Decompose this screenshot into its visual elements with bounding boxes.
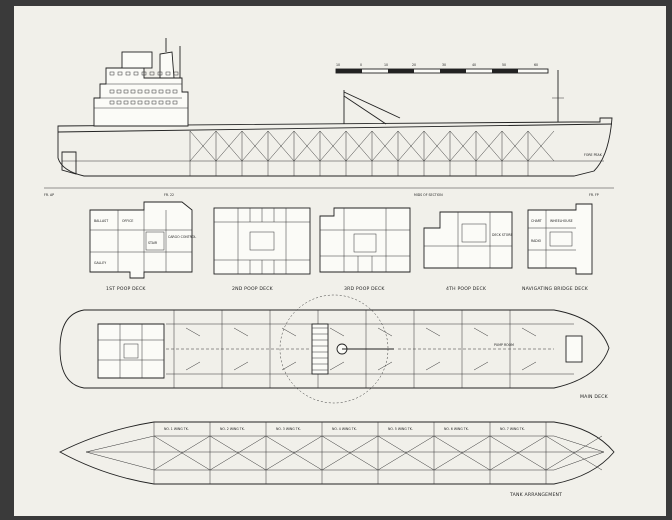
tank-label: NO. 7 WING TK. <box>500 427 525 431</box>
room-label: CARGO CONTROL <box>168 235 196 239</box>
dimension-note: FR. FP <box>589 193 599 197</box>
deck-caption: 1ST POOP DECK <box>106 286 146 292</box>
scale-tick-label: 10 <box>336 63 340 67</box>
tank-label: NO. 6 WING TK. <box>444 427 469 431</box>
ship-profile: 10 0 10 20 30 40 50 60 FR. AP FR. 22 MID… <box>44 38 614 197</box>
ship-general-arrangement: 10 0 10 20 30 40 50 60 FR. AP FR. 22 MID… <box>44 38 615 498</box>
scale-tick-label: 60 <box>534 63 538 67</box>
scale-tick-label: 10 <box>384 63 388 67</box>
room-label: OFFICE <box>122 219 133 223</box>
scale-tick-label: 50 <box>502 63 506 67</box>
room-label: PUMP ROOM <box>494 343 514 347</box>
deck-plan-4th-poop: DECK STORE 4TH POOP DECK <box>423 211 513 292</box>
scale-tick-label: 0 <box>360 63 362 67</box>
deck-caption: 2ND POOP DECK <box>232 286 274 292</box>
room-label: RADIO <box>531 239 542 243</box>
dimension-note: MIDS OF SECTION <box>414 193 443 197</box>
tank-caption: TANK ARRANGEMENT <box>509 492 562 498</box>
room-label: GALLEY <box>94 261 106 265</box>
room-label: BALLAST <box>94 219 108 223</box>
tank-label: NO. 1 WING TK. <box>164 427 189 431</box>
deck-caption: 3RD POOP DECK <box>344 286 385 292</box>
dimension-note: FR. AP <box>44 193 54 197</box>
room-label: STAIR <box>148 241 158 245</box>
room-label: CHART <box>531 219 542 223</box>
room-label: WHEELHOUSE <box>550 219 573 223</box>
deck-caption: 4TH POOP DECK <box>446 286 487 292</box>
tank-label: NO. 2 WING TK. <box>220 427 245 431</box>
drawing-sheet: 10 0 10 20 30 40 50 60 FR. AP FR. 22 MID… <box>14 6 666 516</box>
scale-tick-label: 20 <box>412 63 416 67</box>
room-label: FORE PEAK <box>584 153 603 157</box>
scale-tick-label: 30 <box>442 63 446 67</box>
deck-plan-3rd-poop: 3RD POOP DECK <box>319 207 411 292</box>
main-deck-caption: MAIN DECK <box>580 394 609 400</box>
deck-plan-navigating-bridge: CHART RADIO WHEELHOUSE NAVIGATING BRIDGE… <box>522 203 593 292</box>
tank-label: NO. 3 WING TK. <box>276 427 301 431</box>
scale-tick-label: 40 <box>472 63 476 67</box>
tank-label: NO. 4 WING TK. <box>332 427 357 431</box>
room-label: DECK STORE <box>492 233 513 237</box>
tank-arrangement-plan: NO. 1 WING TK. NO. 2 WING TK. NO. 3 WING… <box>59 421 615 498</box>
deck-plan-1st-poop: BALLAST OFFICE CARGO CONTROL STAIR GALLE… <box>89 201 196 292</box>
dimension-note: FR. 22 <box>164 193 174 197</box>
deck-plan-2nd-poop: 2ND POOP DECK <box>213 207 311 292</box>
tank-label: NO. 5 WING TK. <box>388 427 413 431</box>
deck-caption: NAVIGATING BRIDGE DECK <box>522 286 589 292</box>
main-deck-plan: PUMP ROOM MAIN DECK <box>59 294 610 404</box>
scale-bar: 10 0 10 20 30 40 50 60 <box>335 63 549 74</box>
